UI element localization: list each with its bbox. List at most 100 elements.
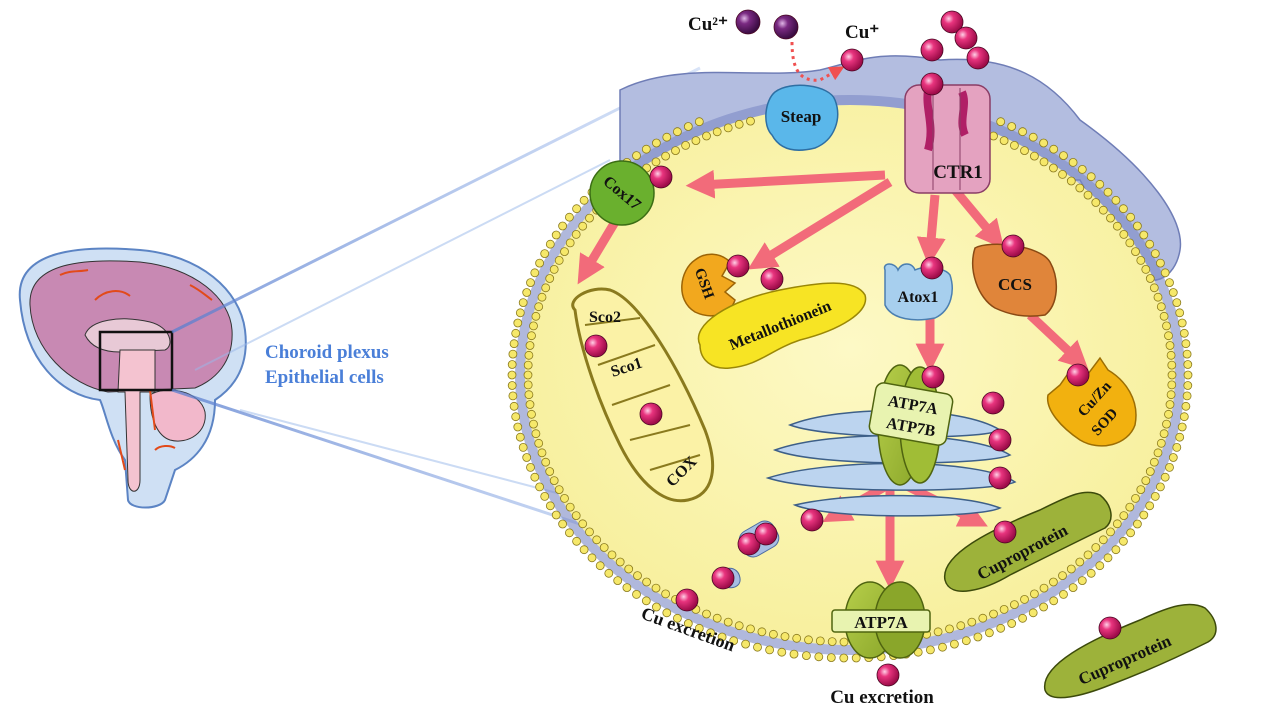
copper-ion-cu1 bbox=[584, 334, 608, 358]
lipid-bead bbox=[1145, 239, 1155, 249]
lipid-bead bbox=[652, 602, 661, 612]
lipid-bead bbox=[1098, 205, 1108, 215]
lipid-bead bbox=[1049, 144, 1059, 154]
lipid-bead bbox=[1095, 561, 1105, 571]
lipid-bead bbox=[652, 138, 661, 148]
copper-ion-cu2 bbox=[735, 9, 761, 35]
lipid-bead bbox=[522, 288, 532, 297]
arrow-ccs-to-sod bbox=[1026, 311, 1089, 370]
caption-epithelial-cells: Epithelial cells bbox=[265, 367, 384, 388]
lipid-bead bbox=[792, 633, 802, 643]
lipid-bead bbox=[1103, 187, 1113, 197]
lipid-bead bbox=[565, 212, 574, 222]
lipid-bead bbox=[572, 536, 581, 546]
lipid-bead bbox=[1153, 292, 1163, 302]
lipid-bead bbox=[661, 589, 670, 599]
lipid-bead bbox=[1059, 151, 1068, 161]
lipid-bead bbox=[973, 632, 983, 642]
lipid-bead bbox=[681, 140, 690, 150]
lipid-bead bbox=[702, 609, 711, 619]
lipid-bead bbox=[985, 628, 994, 638]
lipid-bead bbox=[1141, 476, 1151, 486]
lipid-bead bbox=[560, 247, 569, 257]
copper-ion-cu1 bbox=[760, 267, 784, 291]
lipid-bead bbox=[571, 229, 581, 239]
brain-sagittal-illustration bbox=[18, 247, 247, 509]
lipid-bead bbox=[545, 239, 555, 249]
copper-ion-cu1 bbox=[800, 508, 824, 532]
lipid-bead bbox=[1136, 485, 1146, 495]
lipid-bead bbox=[525, 400, 535, 409]
lipid-bead bbox=[729, 636, 739, 646]
lipid-bead bbox=[694, 623, 704, 633]
lipid-bead bbox=[579, 195, 589, 205]
lipid-bead bbox=[1149, 283, 1159, 293]
lipid-bead bbox=[537, 292, 547, 302]
lipid-bead bbox=[777, 647, 787, 657]
lipid-bead bbox=[1119, 536, 1128, 546]
lipid-bead bbox=[933, 627, 943, 637]
arrow-ctr1-to-metallothionein bbox=[747, 178, 893, 270]
lipid-bead bbox=[524, 350, 534, 360]
lipid-bead bbox=[1020, 146, 1029, 156]
lipid-bead bbox=[518, 298, 528, 308]
lipid-bead bbox=[1020, 595, 1029, 604]
lipid-bead bbox=[661, 151, 670, 161]
lipid-bead bbox=[535, 482, 544, 492]
lipid-bead bbox=[632, 151, 641, 161]
copper-ion-cu1 bbox=[988, 428, 1012, 452]
lipid-bead bbox=[527, 331, 536, 341]
lipid-bead bbox=[604, 568, 614, 578]
lipid-bead bbox=[540, 491, 550, 501]
lipid-bead bbox=[535, 258, 544, 268]
lipid-bead bbox=[1007, 122, 1017, 131]
lipid-bead bbox=[531, 311, 541, 321]
lipid-bead bbox=[508, 391, 518, 401]
lipid-bead bbox=[945, 624, 954, 634]
lipid-bead bbox=[999, 136, 1009, 146]
lipid-bead bbox=[956, 621, 966, 631]
lipid-bead bbox=[541, 283, 551, 293]
copper-ion-cu1 bbox=[840, 48, 864, 72]
lipid-bead bbox=[851, 653, 861, 663]
lipid-bead bbox=[1183, 360, 1193, 369]
lipid-bead bbox=[1141, 264, 1151, 274]
lipid-bead bbox=[1168, 453, 1178, 462]
lipid-bead bbox=[961, 636, 971, 646]
lipid-bead bbox=[525, 341, 535, 350]
lipid-bead bbox=[513, 318, 523, 328]
lipid-bead bbox=[757, 627, 767, 637]
lipid-bead bbox=[1049, 577, 1058, 587]
copper-ion-cu1 bbox=[711, 566, 735, 590]
lipid-bead bbox=[558, 221, 567, 231]
lipid-bead bbox=[671, 146, 680, 156]
lipid-bead bbox=[1125, 238, 1135, 248]
lipid-bead bbox=[1103, 553, 1113, 563]
copper-ion-cu1 bbox=[639, 402, 663, 426]
lipid-bead bbox=[518, 442, 528, 452]
lipid-bead bbox=[624, 564, 634, 574]
copper-ion-cu1 bbox=[726, 254, 750, 278]
lipid-bead bbox=[1028, 132, 1038, 142]
lipid-bead bbox=[1183, 370, 1193, 380]
lipid-bead bbox=[1010, 600, 1019, 609]
lipid-bead bbox=[558, 519, 567, 529]
lipid-bead bbox=[1162, 321, 1171, 331]
lipid-bead bbox=[734, 119, 744, 129]
lipid-bead bbox=[572, 204, 581, 214]
lipid-bead bbox=[1119, 229, 1129, 239]
lipid-bead bbox=[1136, 255, 1146, 265]
lipid-bead bbox=[1156, 258, 1165, 268]
lipid-bead bbox=[1007, 619, 1017, 628]
lipid-bead bbox=[554, 485, 564, 495]
lipid-bead bbox=[789, 649, 799, 659]
lipid-bead bbox=[662, 608, 672, 618]
atp7a-atp7b-transporter: ATP7A ATP7B bbox=[868, 364, 954, 486]
lipid-bead bbox=[706, 628, 715, 638]
ctr1-transporter: CTR1 bbox=[904, 84, 991, 194]
lipid-bead bbox=[926, 645, 935, 655]
lipid-bead bbox=[1133, 221, 1142, 231]
lipid-bead bbox=[1058, 169, 1067, 179]
copper-ions bbox=[584, 9, 1122, 687]
lipid-bead bbox=[746, 624, 755, 634]
